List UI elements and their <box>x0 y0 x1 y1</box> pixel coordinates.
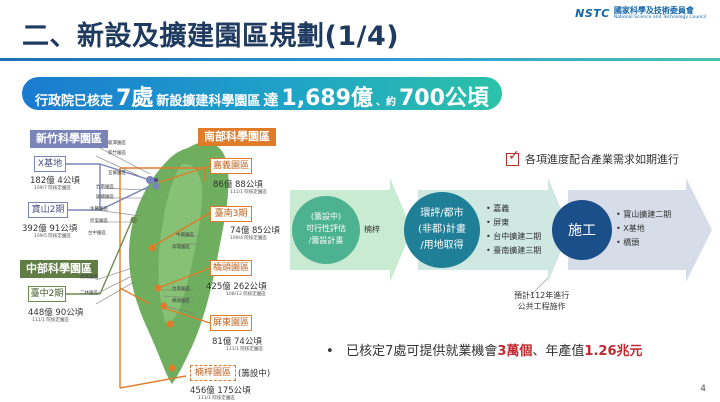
map-label: 虎尾園區 <box>80 275 98 280</box>
site-approval-x-base: 109/7 院核定園區 <box>34 186 71 191</box>
map-graphic <box>66 142 229 389</box>
nstc-logo: NSTC 國家科學及技術委員會 National Science and Tec… <box>575 6 706 21</box>
site-approval-tainan-3: 109/4 院核定園區 <box>230 236 267 241</box>
site-box-tainan-3: 臺南3期 <box>210 206 252 222</box>
taiwan-park-map: 新竹科學園區 X基地 182億 4公頃 109/7 院核定園區 寶山2期 392… <box>0 118 300 402</box>
site-box-chiayi: 嘉義園區 <box>210 158 252 174</box>
site-stat-qiaotou: 425億 262公頃 <box>206 282 267 292</box>
status-note-text: 各項進度配合產業需求如期進行 <box>525 153 679 166</box>
logo-mark: NSTC <box>575 7 610 21</box>
site-stat-chiayi: 86億 88公頃 <box>213 180 263 190</box>
site-approval-chiayi: 111/1 院核定園區 <box>230 190 267 195</box>
status-note: 各項進度配合產業需求如期進行 <box>506 148 679 167</box>
flow-step1-item: 楠梓 <box>364 225 380 234</box>
map-label: 宜蘭園區 <box>108 171 126 176</box>
summary-value: 1.26兆元 <box>584 344 643 359</box>
flow-step2-item: • 台中擴建二期 <box>486 232 542 241</box>
banner-amount: 1,689億 <box>281 86 373 111</box>
site-box-x-base: X基地 <box>34 156 66 172</box>
site-stat-nanzi: 456億 175公頃 <box>190 386 251 396</box>
flow-step2-line: 環評/都市 <box>420 208 464 219</box>
flow-step1-line: 可行性評估 <box>306 224 346 233</box>
summary-prefix: 已核定7處可提供就業機會 <box>346 344 498 359</box>
flow-step1-label: (籌設中) 可行性評估 /籌設計畫 <box>296 211 356 247</box>
flow-arrow-3 <box>568 178 712 282</box>
logo-chinese-name: 國家科學及技術委員會 <box>613 6 694 15</box>
site-box-taichung-2: 臺中2期 <box>28 286 66 302</box>
flow-circle-step2 <box>404 192 480 268</box>
banner-part2: 新設擴建科學園區 <box>156 94 261 109</box>
map-label: 中興園區 <box>176 233 194 238</box>
schedule-note-line: 預計112年進行 <box>514 291 570 300</box>
site-approval-taichung-2: 111/1 院核定園區 <box>32 318 69 323</box>
summary-banner: 行政院已核定 7處 新設擴建科學園區 達 1,689億 、約 700公頃 <box>22 77 502 111</box>
map-label: 新竹園區 <box>108 151 126 156</box>
flow-step2-line: /用地取得 <box>420 240 464 251</box>
site-stat-baoshan-2: 392億 91公頃 <box>22 224 78 234</box>
map-label: 高雄園區 <box>172 245 190 250</box>
park-header-central: 中部科學園區 <box>20 260 98 278</box>
page-title: 二、新設及擴建園區規劃(1/4) <box>22 21 400 52</box>
summary-jobs: 3萬個 <box>497 344 533 359</box>
flow-step2-label: 環評/都市 (非都)計畫 /用地取得 <box>408 206 476 254</box>
title-divider <box>0 58 720 61</box>
map-label: 竹南園區 <box>96 185 114 190</box>
flow-step3-item: • X基地 <box>616 224 645 233</box>
site-stat-taichung-2: 448億 90公頃 <box>28 308 84 318</box>
flow-step1-line: (籌設中) <box>310 212 342 221</box>
flow-step3-item: • 寶山擴建二期 <box>616 210 672 219</box>
banner-sep: 、約 <box>376 97 396 108</box>
flow-step2-item: • 臺南擴建三期 <box>486 246 542 255</box>
map-label: 二林園區 <box>80 291 98 296</box>
flow-step3-item: • 橋頭 <box>616 238 640 247</box>
flow-step2-item: • 屏東 <box>486 218 510 227</box>
benefit-summary: • 已核定7處可提供就業機會3萬個、年產值1.26兆元 <box>326 340 643 359</box>
flow-step3-label: 施工 <box>568 223 596 239</box>
logo-english-name: National Science and Technology Council <box>613 14 706 20</box>
map-label: 台中園區 <box>88 231 106 236</box>
banner-count: 7處 <box>116 86 154 111</box>
checkbox-icon <box>506 148 520 166</box>
flow-step3-list: • 寶山擴建二期 • X基地 • 橋頭 <box>616 208 671 250</box>
banner-part3: 達 <box>263 91 279 109</box>
site-stat-tainan-3: 74億 85公頃 <box>230 226 280 236</box>
site-approval-baoshan-2: 109/5 院核定園區 <box>34 234 71 239</box>
site-stat-x-base: 182億 4公頃 <box>30 176 80 186</box>
flow-circle-step3 <box>552 200 612 260</box>
construction-schedule-note: 預計112年進行 公共工程施作 <box>514 290 569 312</box>
summary-mid: 、年產值 <box>532 344 585 359</box>
map-label: 銅鑼園區 <box>96 195 114 200</box>
note-pointer-line <box>529 277 549 297</box>
bullet-dot: • <box>326 344 347 359</box>
flow-step2-item: • 嘉義 <box>486 204 510 213</box>
site-box-nanzi: 楠梓園區 <box>190 365 236 381</box>
site-box-pingtung: 屏東園區 <box>210 315 252 331</box>
site-approval-qiaotou: 108/12 院核定園區 <box>226 292 266 297</box>
site-box-baoshan-2: 寶山2期 <box>28 202 68 218</box>
banner-area: 700公頃 <box>399 86 489 111</box>
map-label: 后里園區 <box>90 219 108 224</box>
banner-part1: 行政院已核定 <box>35 94 114 109</box>
schedule-note-line: 公共工程施作 <box>517 302 566 311</box>
flow-circle-step1 <box>292 196 360 264</box>
site-box-qiaotou: 橋頭園區 <box>210 260 252 276</box>
map-label: 台南園區 <box>172 287 190 292</box>
park-header-southern: 南部科學園區 <box>198 128 276 146</box>
site-planning-nanzi: (籌設中) <box>238 369 271 379</box>
park-header-hsinchu: 新竹科學園區 <box>30 130 108 148</box>
flow-step2-list: • 嘉義 • 屏東 • 台中擴建二期 • 臺南擴建三期 <box>486 202 541 258</box>
site-stat-pingtung: 81億 74公頃 <box>212 337 262 347</box>
page-number: 4 <box>700 384 706 394</box>
site-approval-pingtung: 111/1 院核定園區 <box>226 347 263 352</box>
flow-step1-line: /籌設計畫 <box>308 236 344 245</box>
map-label: 龍潭園區 <box>108 141 126 146</box>
map-label: 橋頭園區 <box>172 299 190 304</box>
map-label: 生醫園區 <box>90 207 108 212</box>
flow-step2-line: (非都)計畫 <box>418 224 466 235</box>
site-approval-nanzi: 111/1 院核定園區 <box>198 396 235 401</box>
